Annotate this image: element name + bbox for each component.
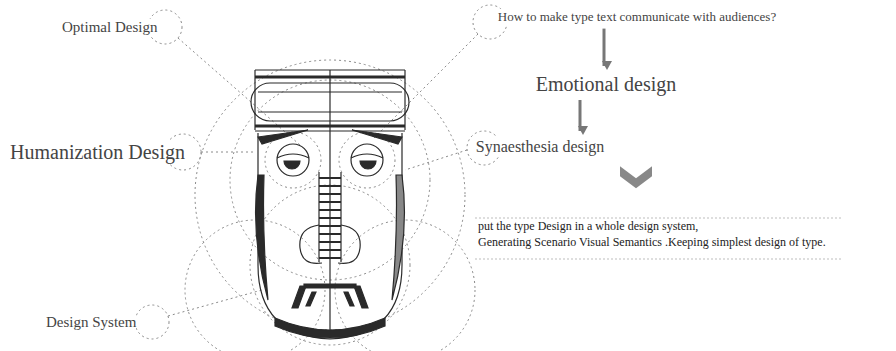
section-label: Design System (46, 314, 136, 331)
stage-text: Emotional design (536, 72, 677, 96)
flow-arrow (603, 29, 606, 66)
section-label: Optimal Design (62, 19, 157, 36)
mask (251, 70, 409, 339)
node-text: How to make type text communicate with a… (498, 9, 776, 25)
chevron-arrow (620, 166, 652, 188)
section-label: Humanization Design (10, 141, 185, 164)
node-text: Synaesthesia design (476, 137, 604, 156)
node-text: Generating Scenario Visual Semantics .Ke… (478, 235, 826, 251)
note-rules (475, 218, 842, 259)
conclusion-note: put the type Design in a whole design sy… (478, 219, 826, 250)
node-text: put the type Design in a whole design sy… (478, 219, 826, 235)
stage-text: Synaesthesia design (476, 137, 604, 156)
construction-circles (135, 5, 507, 351)
flow-arrow (579, 100, 582, 131)
node-text: Emotional design (536, 72, 677, 96)
question-text: How to make type text communicate with a… (498, 9, 776, 25)
